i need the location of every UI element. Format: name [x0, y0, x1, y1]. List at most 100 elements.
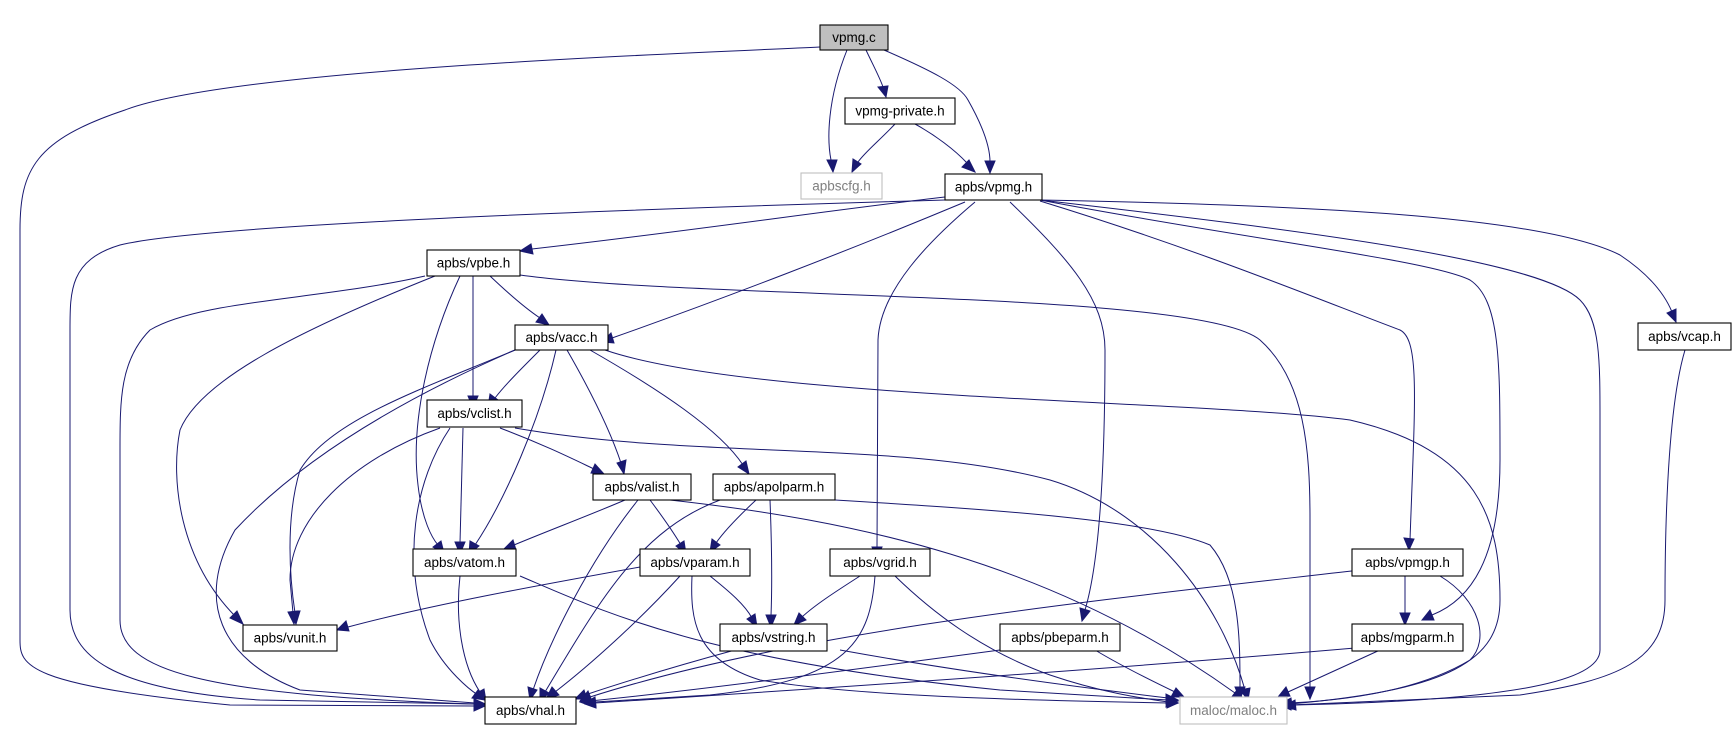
edge-apolparm-to-vhal: [544, 499, 721, 693]
edge-valist-to-vhal: [532, 499, 639, 691]
edge-vclist-to-valist: [499, 427, 595, 470]
edge-vpmg-h-to-vpbe: [531, 196, 946, 250]
edge-pbeparm-to-maloc: [1094, 649, 1176, 693]
arrowhead: [737, 460, 750, 476]
edge-vparam-to-vunit: [347, 566, 641, 628]
arrowhead: [1403, 537, 1415, 552]
node-label: apbs/vstring.h: [731, 630, 815, 645]
arrowhead: [1079, 607, 1091, 623]
arrowhead: [518, 243, 534, 255]
arrowhead: [765, 614, 777, 629]
node-vgrid[interactable]: apbs/vgrid.h: [829, 548, 931, 577]
node-label: apbs/vhal.h: [496, 703, 565, 718]
node-label: vpmg-private.h: [855, 104, 944, 119]
edge-vpmg-c-to-apbscfg: [828, 49, 848, 161]
node-vpbe[interactable]: apbs/vpbe.h: [426, 249, 521, 277]
arrowhead: [1666, 308, 1677, 324]
node-label: apbs/mgparm.h: [1361, 630, 1455, 645]
edge-valist-to-vparam: [649, 499, 682, 546]
arrowhead: [961, 159, 977, 173]
node-label: apbs/vclist.h: [437, 406, 511, 421]
edge-vclist-to-vunit: [289, 427, 441, 614]
edge-vgrid-to-vhal: [594, 575, 876, 703]
arrowhead: [335, 620, 350, 632]
edge-vacc-to-vatom: [474, 349, 557, 546]
edge-vacc-to-apolparm: [589, 349, 744, 466]
arrowhead: [535, 313, 551, 326]
edge-valist-to-vatom: [513, 499, 626, 546]
node-label: maloc/maloc.h: [1190, 703, 1277, 718]
node-pbeparm[interactable]: apbs/pbeparm.h: [999, 623, 1121, 652]
node-label: apbs/vparam.h: [650, 555, 739, 570]
nodes: vpmg.c vpmg-private.h apbscfg.h apbs/vpm…: [242, 24, 1732, 725]
edge-vclist-to-vatom: [459, 427, 464, 544]
arrowhead: [1170, 687, 1186, 698]
node-label: apbs/vpmg.h: [955, 180, 1032, 195]
edge-vpbe-to-vhal: [119, 275, 476, 705]
edge-vgrid-to-maloc: [894, 575, 1169, 703]
node-apolparm[interactable]: apbs/apolparm.h: [712, 473, 836, 501]
node-maloc[interactable]: maloc/maloc.h: [1179, 696, 1288, 725]
arrowhead: [616, 459, 627, 476]
edge-mgparm-to-maloc: [1287, 649, 1381, 693]
edge-vpmg-private-to-vpmg-h: [914, 123, 968, 164]
edge-vpbe-to-maloc: [519, 274, 1311, 688]
arrowhead: [1420, 609, 1435, 621]
node-vstring[interactable]: apbs/vstring.h: [719, 623, 828, 652]
arrowhead: [877, 85, 889, 99]
node-vpmg-c[interactable]: vpmg.c: [819, 24, 889, 51]
edge-vpmg-h-to-vhal: [69, 199, 946, 705]
edge-vpmgp-to-vhal: [589, 569, 1361, 698]
node-vclist[interactable]: apbs/vclist.h: [426, 399, 523, 428]
node-apbscfg[interactable]: apbscfg.h: [800, 172, 883, 200]
node-valist[interactable]: apbs/valist.h: [592, 473, 692, 501]
node-mgparm[interactable]: apbs/mgparm.h: [1351, 623, 1464, 652]
arrowhead: [793, 612, 807, 626]
edge-vpmg-c-to-vpmg-private: [865, 49, 884, 88]
node-vpmg-h[interactable]: apbs/vpmg.h: [944, 173, 1043, 201]
edge-vclist-to-maloc: [514, 427, 1246, 691]
arrowhead: [583, 697, 597, 709]
edge-vpbe-to-vacc: [489, 275, 541, 319]
edge-vacc-to-vhal: [215, 349, 516, 704]
edge-vpbe-to-vatom: [415, 275, 461, 546]
node-label: apbs/vgrid.h: [843, 555, 917, 570]
node-vatom[interactable]: apbs/vatom.h: [412, 548, 517, 577]
node-vpmg-private[interactable]: vpmg-private.h: [844, 97, 956, 125]
edge-vpmg-h-to-vacc: [611, 201, 966, 339]
edge-vpmg-h-to-vgrid: [876, 201, 976, 549]
edge-vpmg-h-to-maloc: [1039, 199, 1601, 706]
node-vhal[interactable]: apbs/vhal.h: [484, 696, 577, 725]
edge-vpmg-private-to-apbscfg: [857, 123, 896, 163]
node-vcap[interactable]: apbs/vcap.h: [1637, 322, 1732, 351]
edge-vcap-to-maloc: [1289, 349, 1686, 706]
node-vpmgp[interactable]: apbs/vpmgp.h: [1351, 548, 1464, 577]
edge-vacc-to-maloc: [604, 349, 1501, 705]
edge-valist-to-maloc: [669, 499, 1236, 694]
edge-mgparm-to-vhal: [594, 647, 1356, 704]
arrowhead: [1276, 686, 1291, 698]
edge-vpmgp-to-maloc: [1289, 575, 1481, 704]
node-label: apbs/vunit.h: [254, 631, 327, 646]
arrowhead: [984, 160, 996, 175]
edge-vpmg-c-to-vhal: [19, 46, 821, 707]
arrowhead: [454, 541, 466, 556]
arrowhead: [1304, 686, 1316, 701]
arrowhead: [851, 158, 862, 174]
node-label: apbs/pbeparm.h: [1011, 630, 1109, 645]
arrowhead: [1399, 612, 1411, 627]
edge-apolparm-to-vstring: [769, 499, 773, 617]
node-vparam[interactable]: apbs/vparam.h: [639, 548, 751, 577]
node-label: apbs/valist.h: [604, 480, 679, 495]
arrowhead: [287, 610, 299, 626]
node-label: apbs/vpbe.h: [437, 256, 511, 271]
edge-vacc-to-vclist: [494, 349, 541, 399]
edge-vclist-to-vhal: [413, 427, 479, 696]
edge-vgrid-to-vstring: [801, 575, 861, 618]
node-label: apbs/vpmgp.h: [1365, 555, 1450, 570]
arrowhead: [474, 688, 487, 703]
edge-vstring-to-maloc: [839, 649, 1169, 699]
node-vunit[interactable]: apbs/vunit.h: [242, 624, 338, 652]
node-vacc[interactable]: apbs/vacc.h: [514, 324, 609, 351]
